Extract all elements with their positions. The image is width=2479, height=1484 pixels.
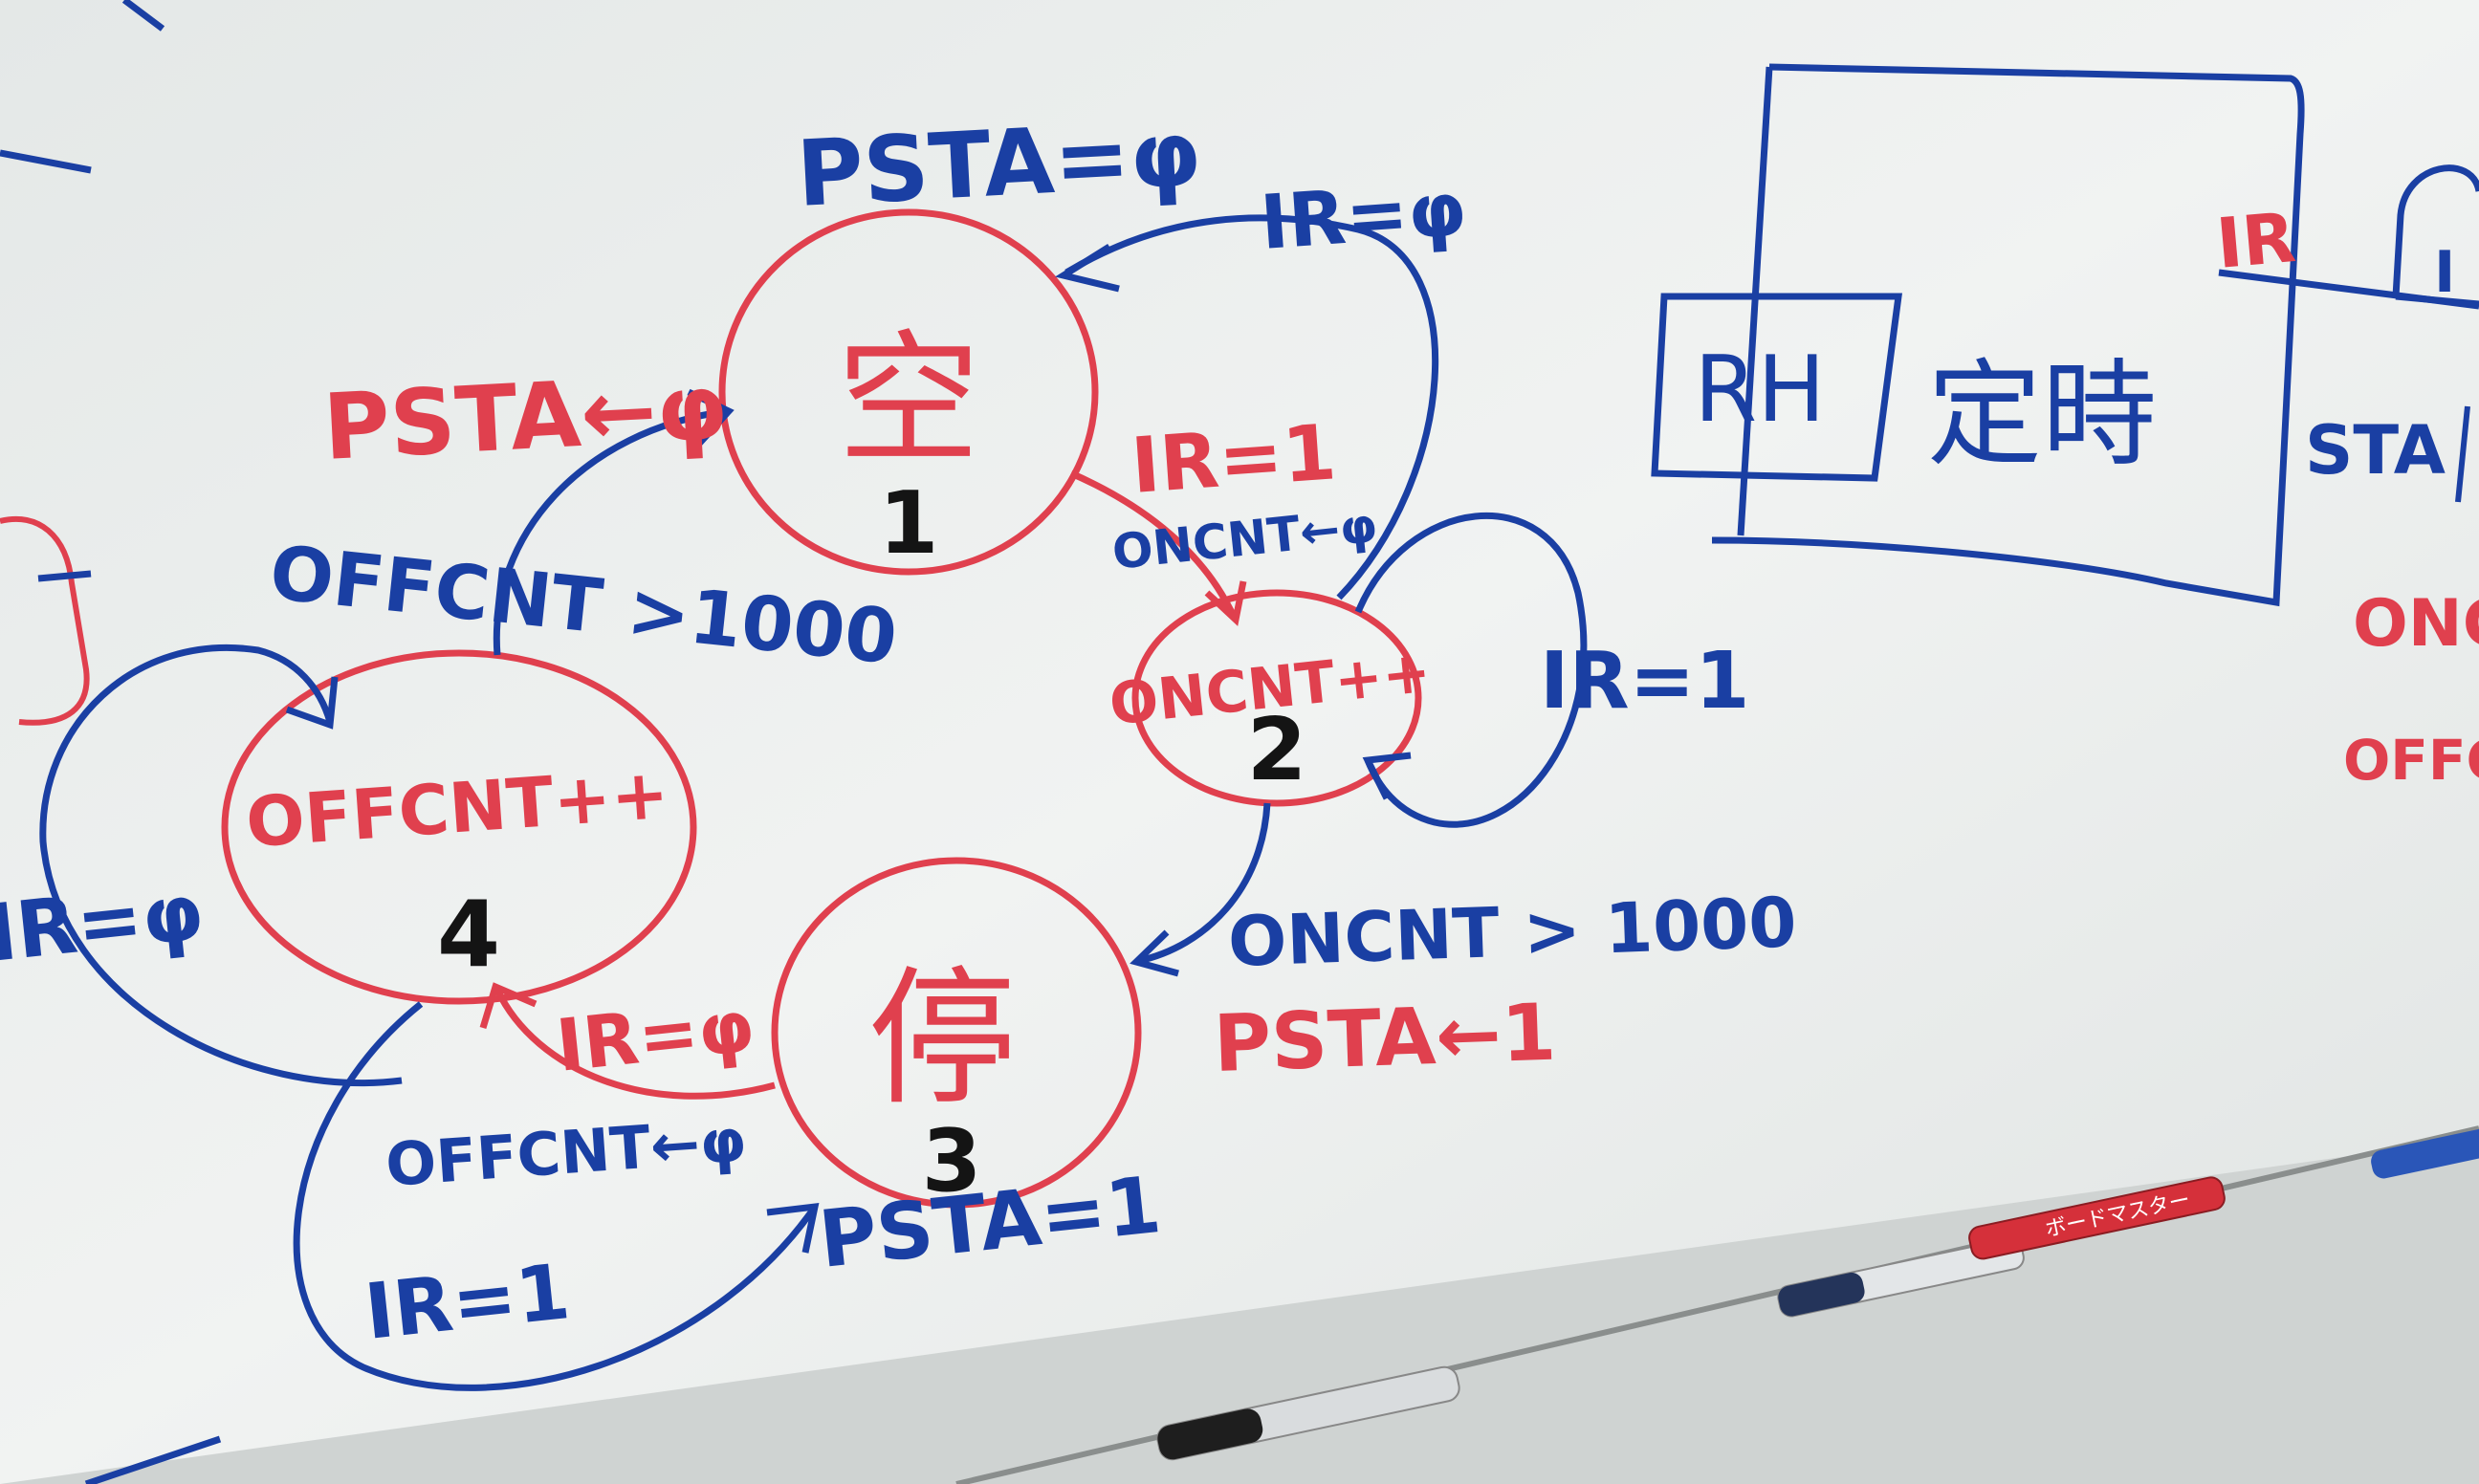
left-edge-line-top2 [121, 0, 165, 32]
oncnt-cond-label: ONCNT > 1000 [1227, 882, 1798, 982]
left-edge-line-top [0, 149, 92, 174]
blue-marker [1777, 1237, 2025, 1318]
state-4-node [221, 649, 697, 1005]
state-1-char: 空 [837, 317, 980, 484]
arrow-2-to-1 [1064, 214, 1438, 600]
left-edge-red-sketch [0, 515, 90, 726]
arrowhead-4-to-3 [766, 1202, 820, 1254]
offcnt-partial-label: OFFC [2343, 728, 2479, 793]
ir-3-to-4-label: IR=φ [553, 984, 758, 1088]
arrowhead-4-self-loop [285, 676, 339, 730]
blue-marker-right [2371, 1126, 2479, 1179]
arrow-3-to-4 [494, 988, 776, 1100]
state-2-node [1131, 589, 1422, 807]
arrowhead-2-to-3 [1130, 929, 1179, 977]
psta-set-1-label: PSTA←1 [1212, 988, 1557, 1090]
psta-set-0-label: PSTA←φ [320, 355, 730, 481]
state-3-node [771, 857, 1142, 1209]
timer-block-outline [1711, 63, 2305, 607]
timer-center-label: 定時 [1927, 349, 2157, 482]
state-2-number: 2 [1247, 700, 1307, 800]
ir-1-to-2-label: IR=1 [1129, 407, 1339, 511]
state-3-number: 3 [922, 1111, 982, 1211]
arrowhead-4-to-1 [687, 388, 735, 447]
arrowhead-3-to-4 [479, 982, 537, 1030]
state-1-number: 1 [879, 473, 939, 574]
arrow-4-to-1 [493, 407, 728, 656]
ir-return-label: IR=φ [1258, 166, 1469, 267]
left-edge-blue-dash [37, 570, 92, 582]
timer-block-left-edge [1737, 66, 1773, 536]
ir-4-to-3-label: IR=1 [361, 1247, 574, 1357]
marker-tray [0, 1138, 2479, 1484]
arrowhead-1-to-2 [1204, 580, 1247, 626]
arrowhead-2-self-loop [1362, 752, 1412, 800]
arrow-4-self-loop [39, 644, 403, 1087]
rh-label: RH [1694, 338, 1825, 443]
arrow-1-to-2 [1069, 469, 1238, 619]
side-box-partial [2392, 164, 2479, 308]
state-1-node [718, 208, 1099, 576]
arrow-2-to-3 [1137, 802, 1271, 965]
arrow-2-self-loop [1354, 512, 1588, 828]
sta-bracket [2455, 405, 2470, 503]
black-marker [1156, 1365, 1460, 1461]
timer-ir-label: IR [2213, 197, 2298, 284]
arrow-4-to-3 [293, 1001, 816, 1391]
psta-top-label: PSTA=φ [794, 101, 1203, 228]
state-4-number: 4 [437, 883, 500, 988]
side-box-i-label: I [2434, 239, 2455, 306]
sta-label: STA [2305, 411, 2446, 490]
arrowhead-2-to-1 [1055, 244, 1120, 293]
oncnt-partial-label: ONC [2353, 586, 2479, 662]
ir-self-2-label: IR=1 [1540, 636, 1749, 727]
state-3-char: 停 [868, 952, 1017, 1125]
rh-box [1651, 293, 1902, 482]
left-edge-bottom-line [84, 1435, 222, 1484]
